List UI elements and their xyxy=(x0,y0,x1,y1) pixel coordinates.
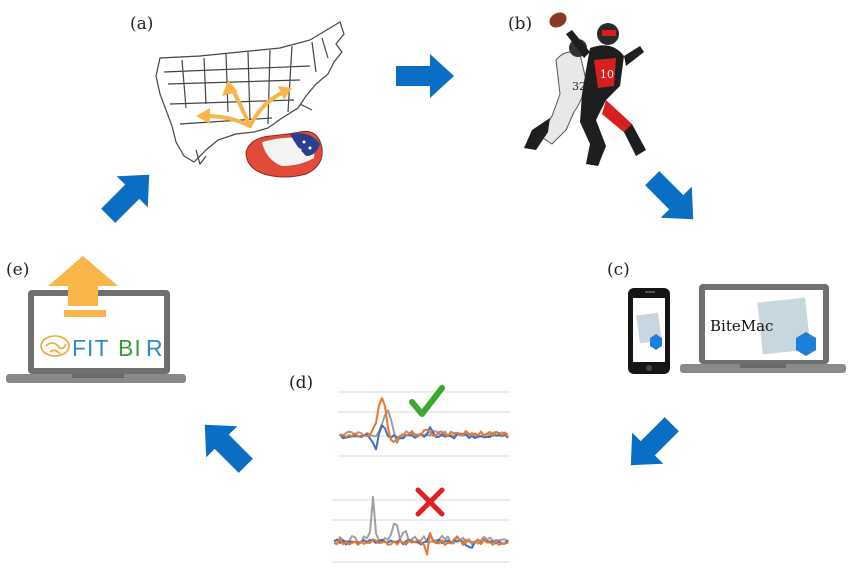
svg-text:10: 10 xyxy=(600,68,614,81)
arrow-a-to-b-icon xyxy=(396,54,454,98)
cross-icon xyxy=(415,487,445,517)
fitbir-logo-r: R xyxy=(146,335,163,361)
bitemac-app-name: BiteMac xyxy=(710,317,773,335)
smartphone-icon xyxy=(628,288,670,374)
checkmark-icon xyxy=(409,385,445,417)
panel-label-e: (e) xyxy=(6,260,30,280)
panel-label-d: (d) xyxy=(289,373,314,393)
svg-text:32: 32 xyxy=(572,80,586,93)
panel-label-c: (c) xyxy=(607,260,630,280)
fitbir-logo-fi: FIT xyxy=(72,335,110,361)
arrow-c-to-d-icon xyxy=(615,408,688,481)
laptop-bitemac xyxy=(680,284,846,373)
brain-logo-icon xyxy=(40,335,70,357)
fitbir-logo-bi: BI xyxy=(118,335,142,361)
panel-label-b: (b) xyxy=(508,14,533,34)
football-players-icon: 32 10 xyxy=(524,23,646,167)
signal-plot-good xyxy=(338,391,510,457)
panel-label-a: (a) xyxy=(130,14,154,34)
migration-arrowheads xyxy=(196,80,292,124)
arrow-b-to-c-icon xyxy=(636,162,709,235)
signal-plot-bad xyxy=(332,496,510,563)
arrow-d-to-e-icon xyxy=(189,409,262,482)
upload-arrow-icon xyxy=(48,256,118,317)
mouthguard-icon xyxy=(245,130,323,178)
football-icon xyxy=(549,12,567,28)
arrow-e-to-a-icon xyxy=(92,159,165,232)
